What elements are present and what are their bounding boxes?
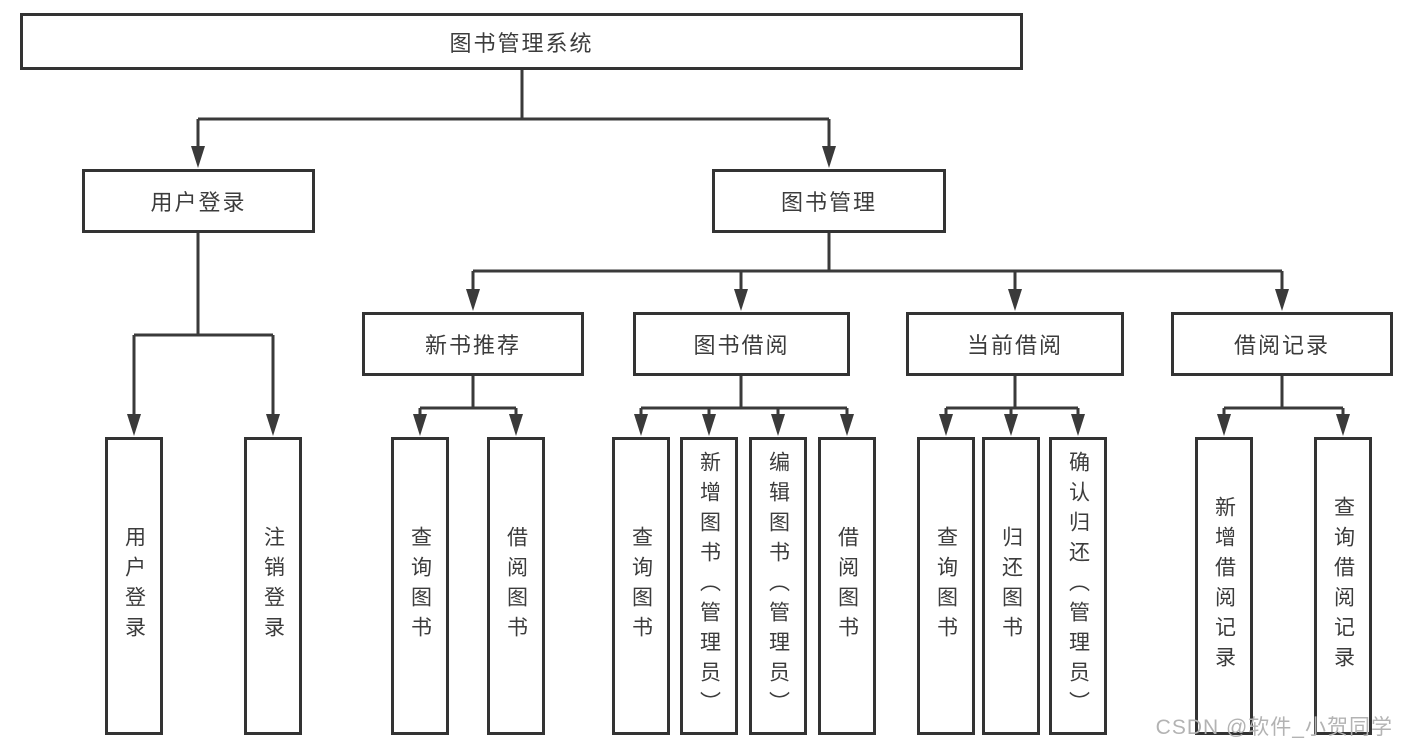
leaf-rec-borrow-books: 借阅图书 [487, 437, 545, 735]
leaf-cb-return-books: 归还图书 [982, 437, 1040, 735]
csdn-watermark: CSDN @软件_小贺同学 [1155, 716, 1393, 739]
node-new-book-recommendation: 新书推荐 [362, 312, 584, 376]
leaf-bb-edit-books-admin-label: 编辑图书（管理员） [766, 451, 790, 721]
leaf-logout-label: 注销登录 [261, 526, 285, 646]
leaf-cb-confirm-return-admin: 确认归还（管理员） [1049, 437, 1107, 735]
node-book-management: 图书管理 [712, 169, 946, 233]
leaf-cb-confirm-return-admin-label: 确认归还（管理员） [1066, 451, 1090, 721]
leaf-user-login: 用户登录 [105, 437, 163, 735]
node-book-borrowing: 图书借阅 [633, 312, 850, 376]
leaf-logout: 注销登录 [244, 437, 302, 735]
leaf-cb-query-books: 查询图书 [917, 437, 975, 735]
node-current-borrowing: 当前借阅 [906, 312, 1124, 376]
leaf-rec-borrow-books-label: 借阅图书 [504, 526, 528, 646]
leaf-bb-borrow-books: 借阅图书 [818, 437, 876, 735]
leaf-br-query-record-label: 查询借阅记录 [1331, 496, 1355, 676]
leaf-bb-query-books-label: 查询图书 [629, 526, 653, 646]
leaf-bb-query-books: 查询图书 [612, 437, 670, 735]
leaf-cb-query-books-label: 查询图书 [934, 526, 958, 646]
leaf-cb-return-books-label: 归还图书 [999, 526, 1023, 646]
leaf-bb-edit-books-admin: 编辑图书（管理员） [749, 437, 807, 735]
leaf-rec-query-books: 查询图书 [391, 437, 449, 735]
leaf-bb-borrow-books-label: 借阅图书 [835, 526, 859, 646]
node-user-login: 用户登录 [82, 169, 315, 233]
leaf-rec-query-books-label: 查询图书 [408, 526, 432, 646]
leaf-bb-add-books-admin: 新增图书（管理员） [680, 437, 738, 735]
node-library-management-system: 图书管理系统 [20, 13, 1023, 70]
leaf-br-add-record-label: 新增借阅记录 [1212, 496, 1236, 676]
leaf-user-login-label: 用户登录 [122, 526, 146, 646]
leaf-br-query-record: 查询借阅记录 [1314, 437, 1372, 735]
leaf-br-add-record: 新增借阅记录 [1195, 437, 1253, 735]
leaf-bb-add-books-admin-label: 新增图书（管理员） [697, 451, 721, 721]
node-borrowing-records: 借阅记录 [1171, 312, 1393, 376]
